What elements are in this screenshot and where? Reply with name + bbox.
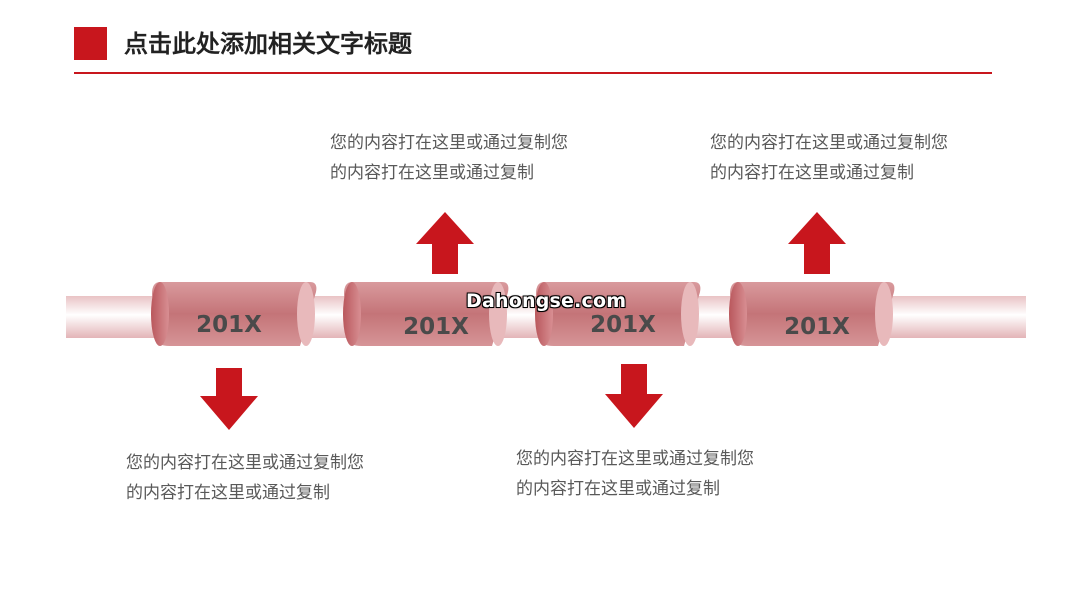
- year-band-2: 201X: [343, 282, 509, 346]
- year-label-1: 201X: [196, 312, 262, 338]
- timeline-note-4: 您的内容打在这里或通过复制您的内容打在这里或通过复制: [710, 133, 948, 183]
- year-band-1: 201X: [151, 282, 317, 346]
- title-accent-square: [74, 27, 107, 60]
- timeline-note-2: 您的内容打在这里或通过复制您的内容打在这里或通过复制: [330, 133, 568, 183]
- title-divider: [74, 72, 992, 74]
- year-label-2: 201X: [403, 314, 469, 340]
- arrow-up-icon: [416, 212, 474, 274]
- arrow-down-icon: [200, 368, 258, 430]
- arrow-up-icon: [788, 212, 846, 274]
- year-band-3: 201X: [535, 282, 701, 346]
- watermark: Dahongse.com: [466, 290, 627, 312]
- timeline-note-1: 您的内容打在这里或通过复制您的内容打在这里或通过复制: [126, 453, 364, 503]
- arrow-down-icon: [605, 364, 663, 428]
- page-title: 点击此处添加相关文字标题: [124, 30, 412, 58]
- timeline-note-3: 您的内容打在这里或通过复制您的内容打在这里或通过复制: [516, 449, 754, 499]
- year-label-3: 201X: [590, 312, 656, 338]
- year-label-4: 201X: [784, 314, 850, 340]
- year-band-4: 201X: [729, 282, 895, 346]
